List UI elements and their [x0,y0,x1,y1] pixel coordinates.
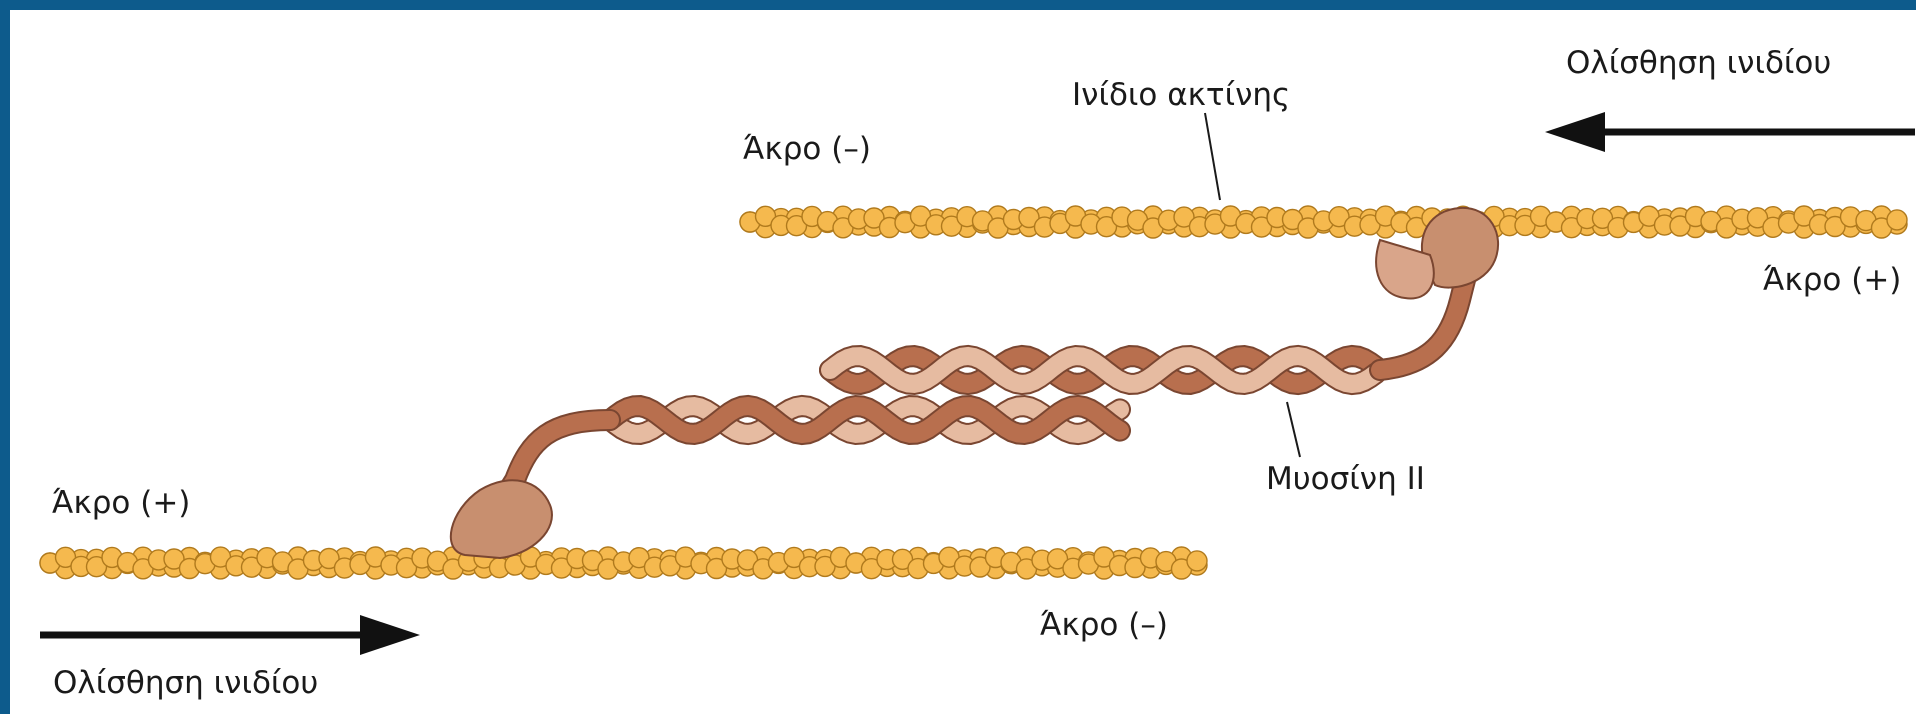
label-plus-end-bottom: Άκρο (+) [52,488,190,519]
label-slide-top: Ολίσθηση ινιδίου [1566,48,1831,79]
leader-actin-filament [1205,113,1220,200]
label-myosin: Μυοσίνη II [1266,464,1425,495]
label-actin-filament: Ινίδιο ακτίνης [1072,80,1290,111]
actin-filament-top-bead [1887,210,1907,230]
arrow-left-head [1545,112,1605,152]
actin-filament-top [740,206,1907,238]
actin-filament-bottom [40,547,1207,579]
arrow-right-head [360,615,420,655]
sliding-filament-diagram [10,10,1916,724]
label-minus-end-top: Άκρο (–) [743,134,871,165]
label-slide-bottom: Ολίσθηση ινιδίου [53,668,318,699]
leader-myosin [1287,402,1300,457]
actin-filament-bottom-bead [1187,551,1207,571]
label-minus-end-bottom: Άκρο (–) [1040,610,1168,641]
label-plus-end-top: Άκρο (+) [1763,265,1901,296]
leader-lines [1205,113,1300,457]
myosin-head-left [451,480,552,558]
